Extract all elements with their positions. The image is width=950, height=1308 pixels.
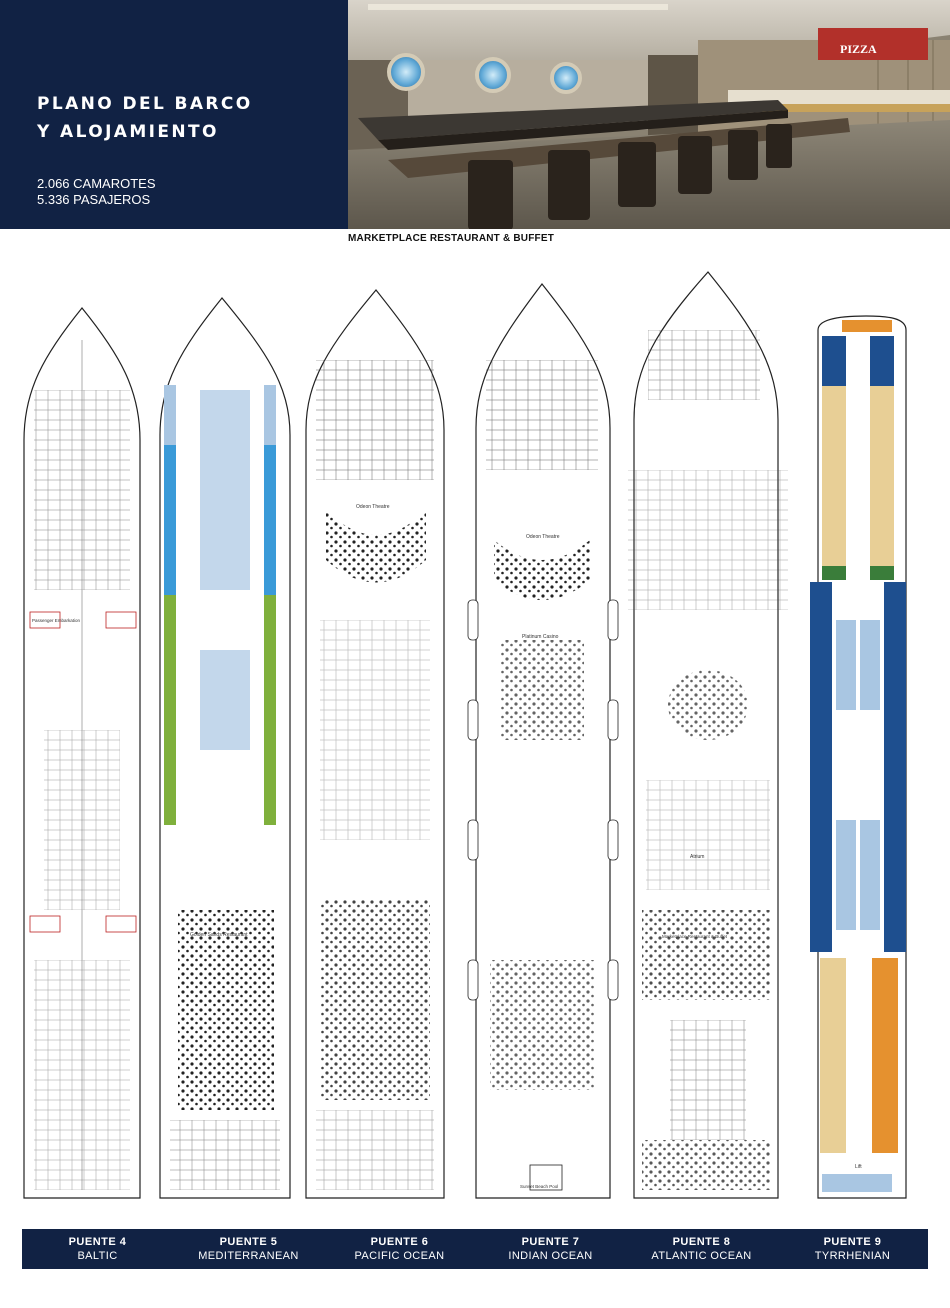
deck-6-label: PUENTE 6 PACIFIC OCEAN bbox=[324, 1229, 475, 1269]
deck-name: PUENTE 6 bbox=[370, 1236, 429, 1248]
deck-5-label: PUENTE 5 MEDITERRANEAN bbox=[173, 1229, 324, 1269]
lift-label: Lift bbox=[855, 1164, 862, 1170]
sunset-beach-label: Sunset Beach Pool bbox=[520, 1184, 558, 1189]
deck-name: PUENTE 4 bbox=[68, 1236, 127, 1248]
golden-sands-label: Golden Sands Restaurant bbox=[190, 932, 248, 938]
odeon-label-6: Odeon Theatre bbox=[356, 504, 390, 510]
casino-label: Platinum Casino bbox=[522, 634, 559, 640]
pizza-sign: PIZZA bbox=[840, 42, 877, 56]
restaurant-photo: PIZZA bbox=[348, 0, 950, 229]
deck-plan-4: Passenger Embarkation bbox=[23, 307, 141, 1199]
deck-subtitle: MEDITERRANEAN bbox=[198, 1250, 299, 1262]
deck-name: PUENTE 8 bbox=[672, 1236, 731, 1248]
ship-stats: 2.066 CAMAROTES 5.336 PASAJEROS bbox=[37, 176, 156, 208]
deck-plan-5: Golden Sands Restaurant bbox=[159, 297, 291, 1199]
deck-legend-bar: PUENTE 4 BALTIC PUENTE 5 MEDITERRANEAN P… bbox=[22, 1229, 928, 1269]
header-panel: PLANO DEL BARCO Y ALOJAMIENTO 2.066 CAMA… bbox=[0, 0, 348, 229]
deck-subtitle: ATLANTIC OCEAN bbox=[651, 1250, 752, 1262]
deck-8-label: PUENTE 8 ATLANTIC OCEAN bbox=[626, 1229, 777, 1269]
deck-subtitle: PACIFIC OCEAN bbox=[354, 1250, 445, 1262]
deck-plan-8: Atrium Marketplace Restaurant & Buffet bbox=[628, 271, 788, 1199]
odeon-label-7: Odeon Theatre bbox=[526, 534, 560, 540]
deck-subtitle: BALTIC bbox=[77, 1250, 118, 1262]
deck-name: PUENTE 9 bbox=[823, 1236, 882, 1248]
embark-label: Passenger Embarkation bbox=[32, 618, 81, 623]
page-title: PLANO DEL BARCO Y ALOJAMIENTO bbox=[37, 90, 253, 146]
deck-9-label: PUENTE 9 TYRRHENIAN bbox=[777, 1229, 928, 1269]
deck-subtitle: TYRRHENIAN bbox=[814, 1250, 891, 1262]
atrium-label: Atrium bbox=[690, 854, 704, 860]
deck-name: PUENTE 5 bbox=[219, 1236, 278, 1248]
deck-7-label: PUENTE 7 INDIAN OCEAN bbox=[475, 1229, 626, 1269]
deck-name: PUENTE 7 bbox=[521, 1236, 580, 1248]
deck-4-label: PUENTE 4 BALTIC bbox=[22, 1229, 173, 1269]
title-line-2: Y ALOJAMIENTO bbox=[37, 122, 219, 142]
passenger-count: 5.336 PASAJEROS bbox=[37, 192, 151, 207]
cabin-count: 2.066 CAMAROTES bbox=[37, 176, 156, 191]
deck-plan-9: Lift bbox=[810, 315, 907, 1199]
deck-plan-7: Odeon Theatre Platinum Casino Sunset Bea… bbox=[467, 283, 619, 1199]
deck-subtitle: INDIAN OCEAN bbox=[508, 1250, 593, 1262]
title-line-1: PLANO DEL BARCO bbox=[37, 94, 253, 114]
marketplace-label: Marketplace Restaurant & Buffet bbox=[662, 934, 728, 939]
deck-plans: Passenger Embarkation Golden Sands Resta… bbox=[23, 271, 907, 1199]
photo-caption: MARKETPLACE RESTAURANT & BUFFET bbox=[348, 233, 555, 244]
deck-plan-6: Odeon Theatre bbox=[305, 289, 445, 1199]
